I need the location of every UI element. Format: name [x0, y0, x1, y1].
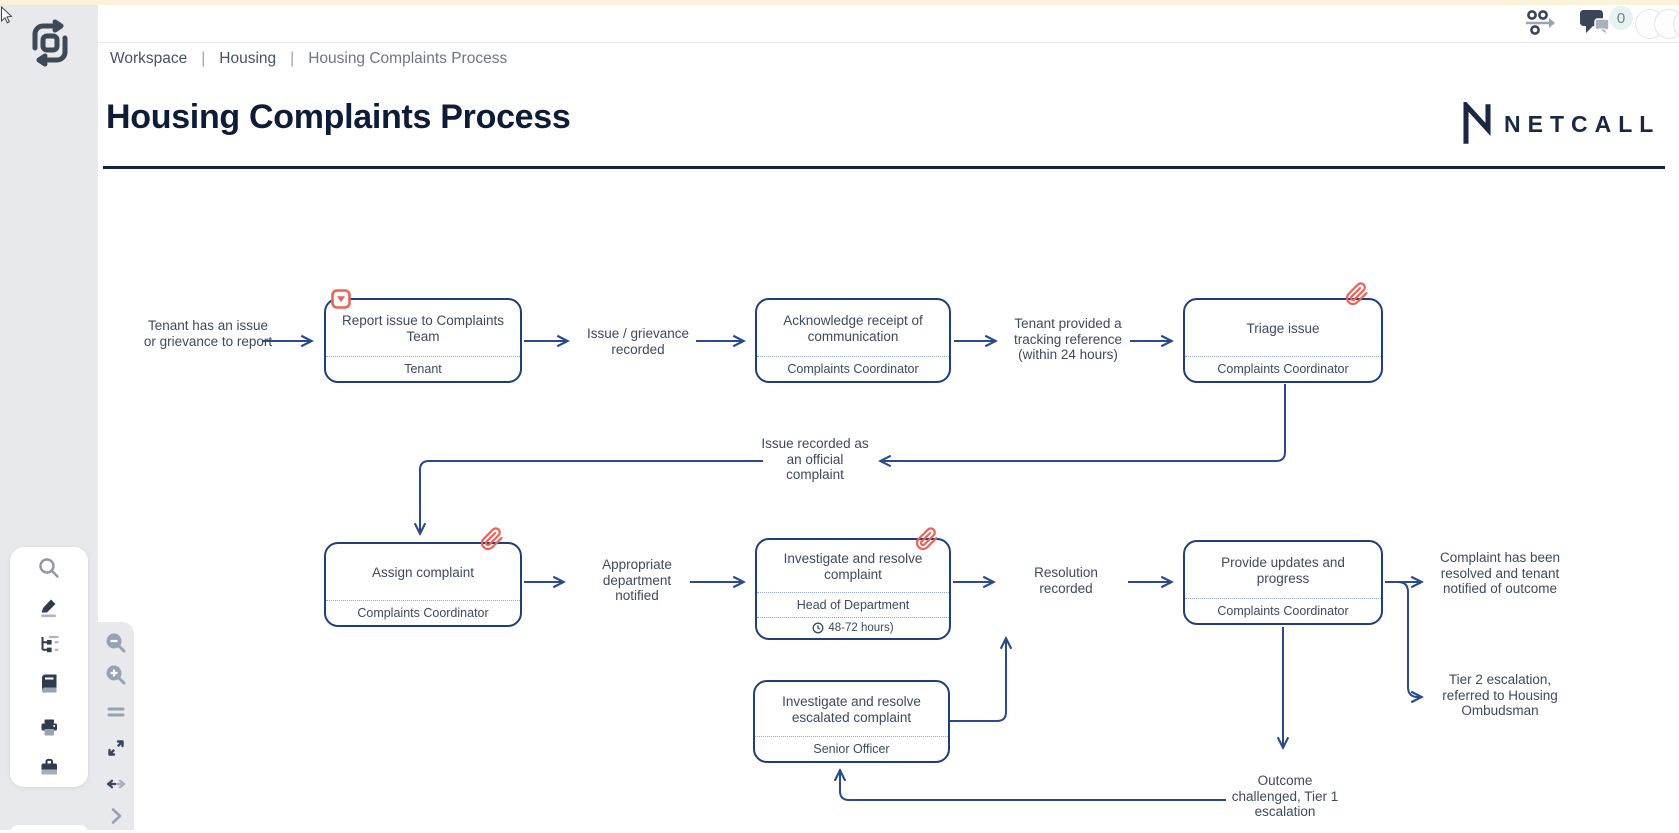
process-tree-icon[interactable]	[37, 633, 61, 657]
node-title: Investigate and resolve complaint	[783, 550, 923, 582]
brand-text: NETCALL	[1504, 110, 1661, 137]
breadcrumb-item-housing[interactable]: Housing	[219, 50, 277, 67]
node-title: Triage issue	[1246, 320, 1320, 336]
chevron-right-icon[interactable]	[105, 805, 127, 827]
node-assign-complaint[interactable]: Assign complaint Complaints Coordinator	[324, 542, 522, 627]
breadcrumb-separator: |	[201, 50, 206, 67]
zoom-out-icon[interactable]	[105, 632, 127, 654]
flow-label-tracking-reference: Tenant provided a tracking reference (wi…	[1013, 316, 1123, 362]
node-duration-label: 48-72 hours)	[828, 622, 894, 634]
top-strip	[0, 0, 1679, 5]
app-logo[interactable]	[22, 15, 78, 71]
marker-badge-icon[interactable]	[331, 289, 351, 309]
flow-label-official-complaint: Issue recorded as an official complaint	[761, 436, 869, 482]
zoom-toolbar	[98, 622, 134, 830]
breadcrumb-item-current: Housing Complaints Process	[308, 50, 508, 67]
breadcrumb: Workspace | Housing | Housing Complaints…	[110, 50, 507, 68]
briefcase-icon[interactable]	[37, 755, 61, 779]
title-divider	[103, 166, 1665, 169]
node-duration: 48-72 hours)	[757, 617, 949, 638]
printer-icon[interactable]	[37, 716, 61, 740]
node-investigate-complaint[interactable]: Investigate and resolve complaint Head o…	[755, 538, 951, 640]
breadcrumb-separator: |	[290, 50, 295, 67]
zoom-in-icon[interactable]	[105, 664, 127, 686]
tool-panel-stub	[10, 825, 88, 833]
flow-label-department-notified: Appropriate department notified	[602, 557, 672, 603]
brand-logo: NETCALL	[1460, 102, 1660, 146]
node-role: Complaints Coordinator	[1185, 598, 1381, 623]
node-provide-updates[interactable]: Provide updates and progress Complaints …	[1183, 540, 1383, 625]
mouse-cursor	[0, 6, 13, 24]
node-role: Tenant	[326, 356, 520, 381]
avatar-stack[interactable]	[1635, 9, 1679, 39]
node-title: Provide updates and progress	[1221, 554, 1345, 586]
flow-label-outcome-challenged: Outcome challenged, Tier 1 escalation	[1231, 773, 1339, 819]
highlighter-icon[interactable]	[37, 595, 61, 619]
node-title: Investigate and resolve escalated compla…	[782, 693, 921, 725]
comments-icon[interactable]	[1578, 8, 1616, 38]
page-title: Housing Complaints Process	[106, 98, 571, 136]
breadcrumb-item-workspace[interactable]: Workspace	[110, 50, 188, 67]
attachment-paperclip-icon[interactable]	[915, 527, 939, 551]
tool-panel	[10, 547, 88, 787]
node-title: Acknowledge receipt of communication	[783, 312, 923, 344]
edge-updates-to-tier2	[1385, 581, 1420, 697]
journey-icon[interactable]	[1524, 9, 1558, 37]
search-icon[interactable]	[37, 556, 61, 580]
edge-triage-to-official-label	[882, 384, 1286, 461]
edge-challenged-to-escalated	[840, 772, 1226, 801]
node-report-issue[interactable]: Report issue to Complaints Team Tenant	[324, 298, 522, 383]
arrows-left-right-icon[interactable]	[105, 773, 127, 795]
node-role: Complaints Coordinator	[757, 356, 949, 381]
node-title: Report issue to Complaints Team	[341, 312, 505, 344]
equals-icon[interactable]	[105, 701, 127, 723]
flow-label-tier2-escalation: Tier 2 escalation, referred to Housing O…	[1442, 672, 1558, 718]
node-title: Assign complaint	[371, 564, 475, 580]
node-triage-issue[interactable]: Triage issue Complaints Coordinator	[1183, 298, 1383, 383]
clock-icon	[812, 622, 824, 634]
node-role: Complaints Coordinator	[1185, 356, 1381, 381]
book-icon[interactable]	[37, 671, 61, 695]
flow-label-grievance-recorded: Issue / grievance recorded	[586, 326, 690, 357]
flow-label-start: Tenant has an issue or grievance to repo…	[143, 318, 273, 349]
comments-count-badge[interactable]: 0	[1609, 6, 1633, 30]
node-role: Senior Officer	[755, 736, 948, 761]
edge-official-label-to-assign	[420, 460, 763, 532]
node-investigate-escalated[interactable]: Investigate and resolve escalated compla…	[753, 680, 950, 763]
expand-icon[interactable]	[105, 737, 127, 759]
edge-escalated-to-resolution	[950, 640, 1006, 722]
flow-label-resolved-outcome: Complaint has been resolved and tenant n…	[1439, 550, 1561, 596]
attachment-paperclip-icon[interactable]	[480, 527, 504, 551]
node-role: Head of Department	[757, 592, 949, 617]
node-role: Complaints Coordinator	[326, 600, 520, 625]
attachment-paperclip-icon[interactable]	[1345, 282, 1369, 306]
netcall-mark-icon	[1463, 102, 1491, 144]
node-acknowledge-receipt[interactable]: Acknowledge receipt of communication Com…	[755, 298, 951, 383]
flow-label-resolution-recorded: Resolution recorded	[1034, 565, 1098, 596]
top-bar	[98, 5, 1679, 43]
